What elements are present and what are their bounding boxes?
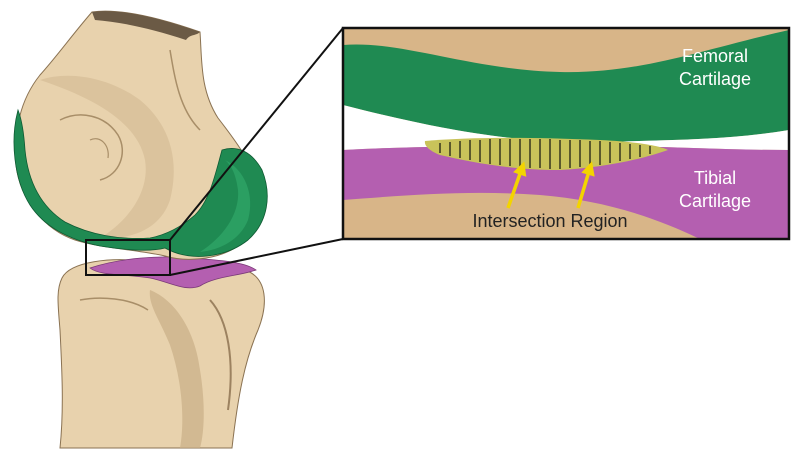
zoom-inset — [343, 28, 789, 239]
femoral-label-line2: Cartilage — [679, 69, 751, 89]
femoral-label-line1: Femoral — [682, 46, 748, 66]
knee-joint-model — [13, 10, 268, 449]
intersection-arrow-right — [576, 161, 595, 209]
tibial-label-line1: Tibial — [694, 168, 736, 188]
intersection-arrow-left — [506, 161, 527, 209]
callout-line-bottom — [169, 238, 344, 276]
tibial-cartilage-band — [343, 145, 789, 239]
callout-line-top — [169, 27, 344, 241]
zoom-source-box — [85, 239, 171, 276]
zoom-inset-border — [341, 26, 791, 241]
femoral-cartilage-3d — [13, 108, 268, 257]
tibial-cartilage-3d — [89, 256, 257, 289]
tibia-bone — [57, 259, 265, 449]
tibial-label-line2: Cartilage — [679, 191, 751, 211]
femoral-cartilage-band — [343, 30, 789, 143]
intersection-hatching — [439, 139, 651, 169]
intersection-region — [424, 137, 668, 170]
intersection-label: Intersection Region — [472, 211, 627, 231]
